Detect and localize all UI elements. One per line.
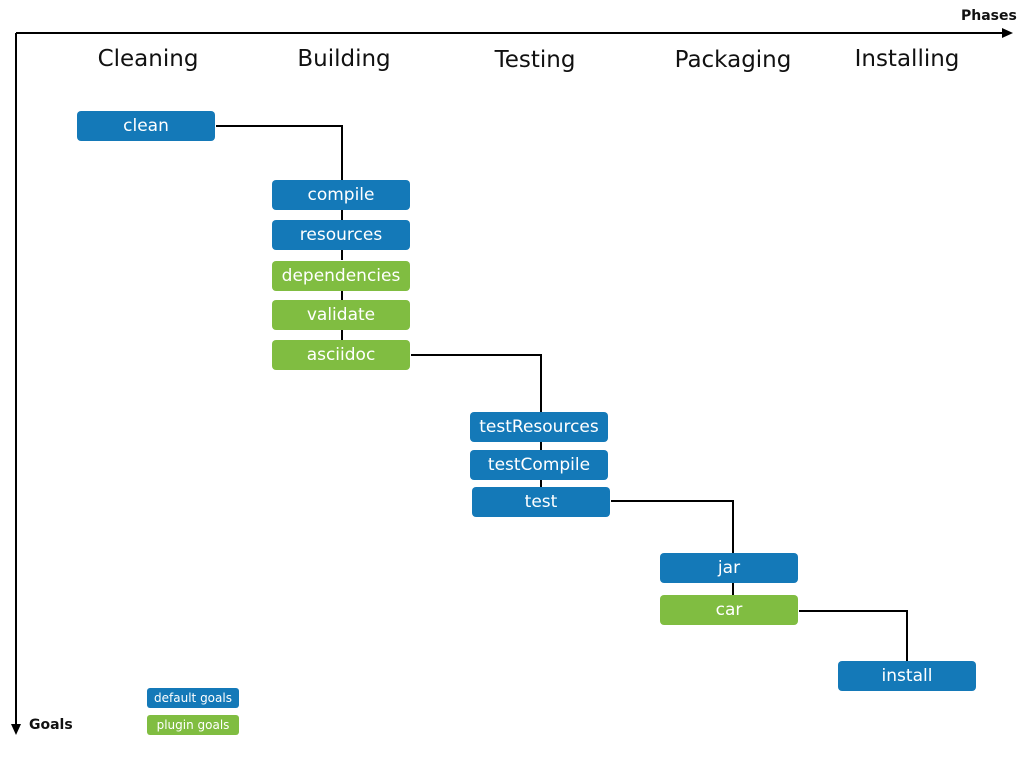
goals-axis-arrow-icon (11, 724, 21, 735)
legend-default-goals: default goals (147, 688, 239, 708)
phase-installing: Installing (854, 46, 960, 72)
goal-testresources[interactable]: testResources (470, 412, 608, 442)
goal-install[interactable]: install (838, 661, 976, 691)
goal-testcompile[interactable]: testCompile (470, 450, 608, 480)
connector-asciidoc-to-testresources (411, 354, 542, 412)
goal-compile[interactable]: compile (272, 180, 410, 210)
phases-axis-label: Phases (961, 8, 1017, 24)
phase-testing: Testing (494, 47, 576, 73)
connector-clean-to-compile (216, 125, 343, 180)
goal-jar[interactable]: jar (660, 553, 798, 583)
legend-plugin-goals: plugin goals (147, 715, 239, 735)
goal-test[interactable]: test (472, 487, 610, 517)
goal-validate[interactable]: validate (272, 300, 410, 330)
phase-building: Building (297, 46, 391, 72)
goal-dependencies[interactable]: dependencies (272, 261, 410, 291)
goals-axis-label: Goals (29, 717, 73, 733)
connector-car-to-install (799, 610, 908, 661)
phase-cleaning: Cleaning (97, 46, 199, 72)
phase-packaging: Packaging (674, 47, 792, 73)
goal-car[interactable]: car (660, 595, 798, 625)
goal-clean[interactable]: clean (77, 111, 215, 141)
phases-axis-arrow-icon (1002, 28, 1013, 38)
goal-resources[interactable]: resources (272, 220, 410, 250)
connector-test-to-jar (611, 500, 734, 553)
goal-asciidoc[interactable]: asciidoc (272, 340, 410, 370)
